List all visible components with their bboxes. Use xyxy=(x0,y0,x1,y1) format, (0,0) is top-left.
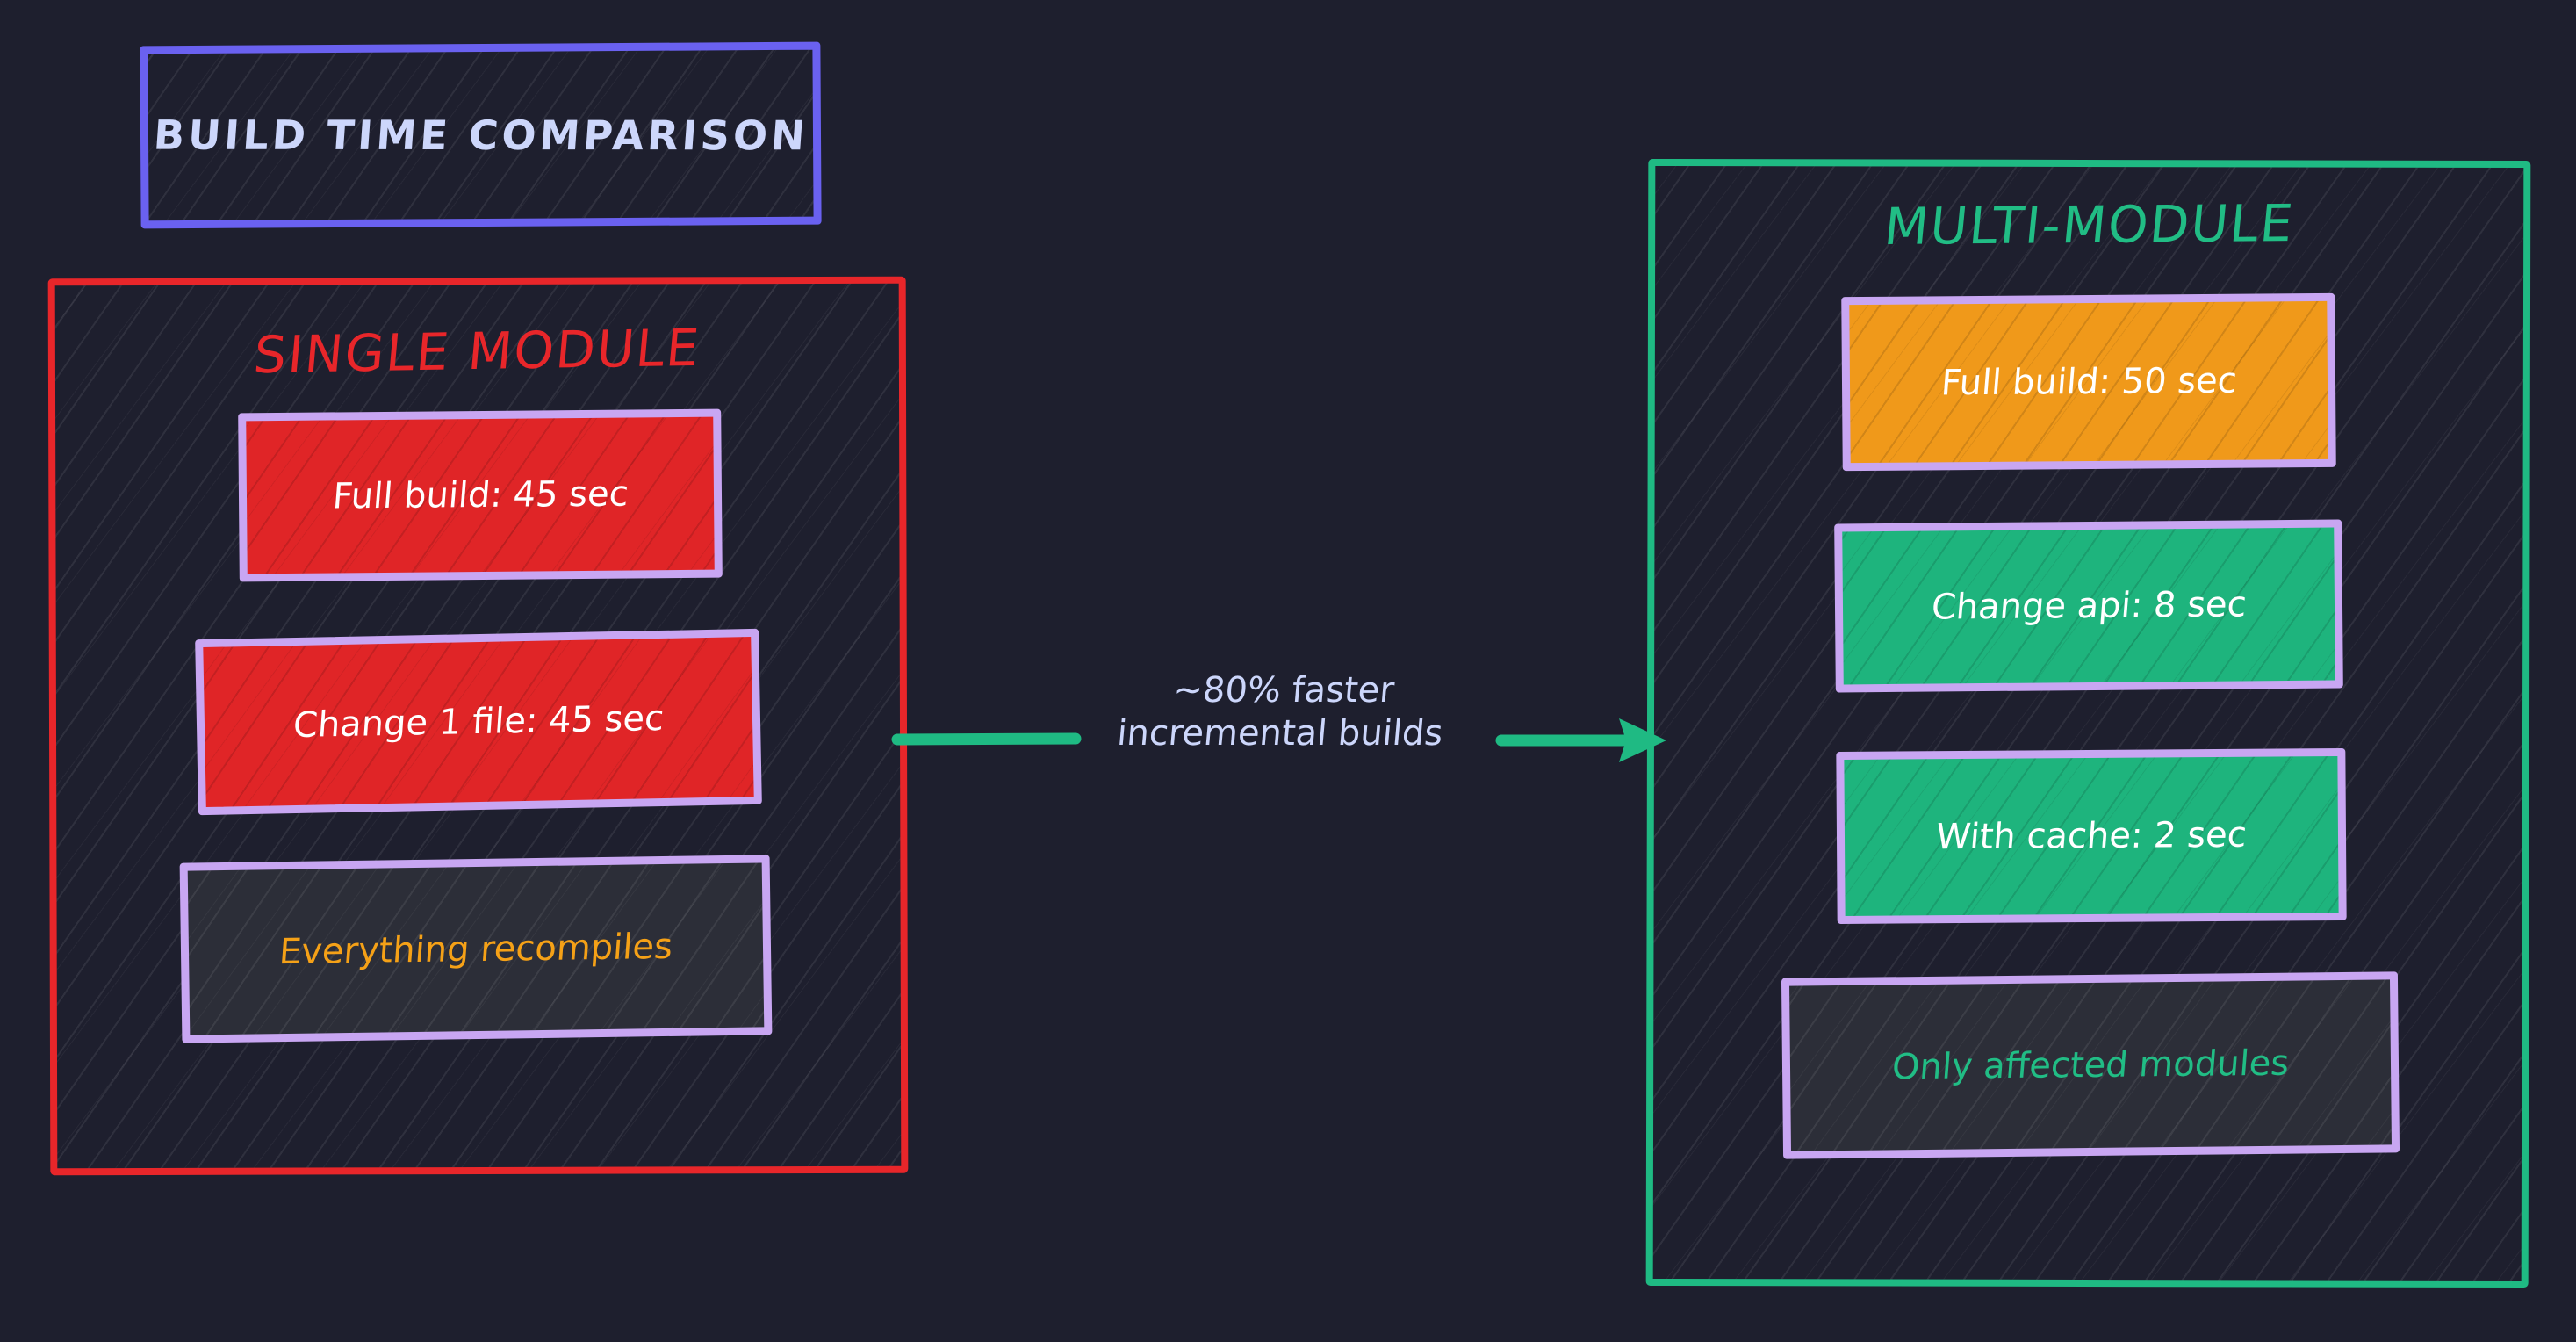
metric-chip-label: Full build: 50 sec xyxy=(1939,360,2239,404)
metric-chip-change-api: Change api: 8 sec xyxy=(1834,519,2343,693)
metric-chip-everything-recompiles: Everything recompiles xyxy=(179,855,773,1043)
connector-label-line-1: ~80% faster xyxy=(1171,670,1396,711)
metric-chip-label: Only affected modules xyxy=(1890,1043,2291,1088)
panel-multi-module-title: MULTI-MODULE xyxy=(1882,193,2298,256)
connector-group: ~80% faster incremental builds xyxy=(891,667,1668,817)
metric-chip-with-cache: With cache: 2 sec xyxy=(1836,747,2347,925)
metric-chip-full-build-multi: Full build: 50 sec xyxy=(1841,292,2336,472)
metric-chip-full-build-single: Full build: 45 sec xyxy=(238,408,723,582)
metric-chip-only-affected-modules: Only affected modules xyxy=(1781,971,2400,1159)
arrow-icon xyxy=(891,718,1666,762)
metric-chip-label: Change api: 8 sec xyxy=(1929,584,2249,628)
metric-chip-label: With cache: 2 sec xyxy=(1934,814,2249,858)
connector-label: ~80% faster incremental builds xyxy=(892,669,1673,755)
panel-single-module-title: SINGLE MODULE xyxy=(251,317,703,386)
metric-chip-change-one-file-single: Change 1 file: 45 sec xyxy=(195,628,762,816)
page-title: BUILD TIME COMPARISON xyxy=(151,111,810,160)
title-card: BUILD TIME COMPARISON xyxy=(140,41,822,229)
metric-chip-label: Everything recompiles xyxy=(277,926,674,972)
metric-chip-label: Full build: 45 sec xyxy=(330,473,630,517)
metric-chip-label: Change 1 file: 45 sec xyxy=(291,697,666,747)
connector-label-line-2: incremental builds xyxy=(1115,712,1445,754)
